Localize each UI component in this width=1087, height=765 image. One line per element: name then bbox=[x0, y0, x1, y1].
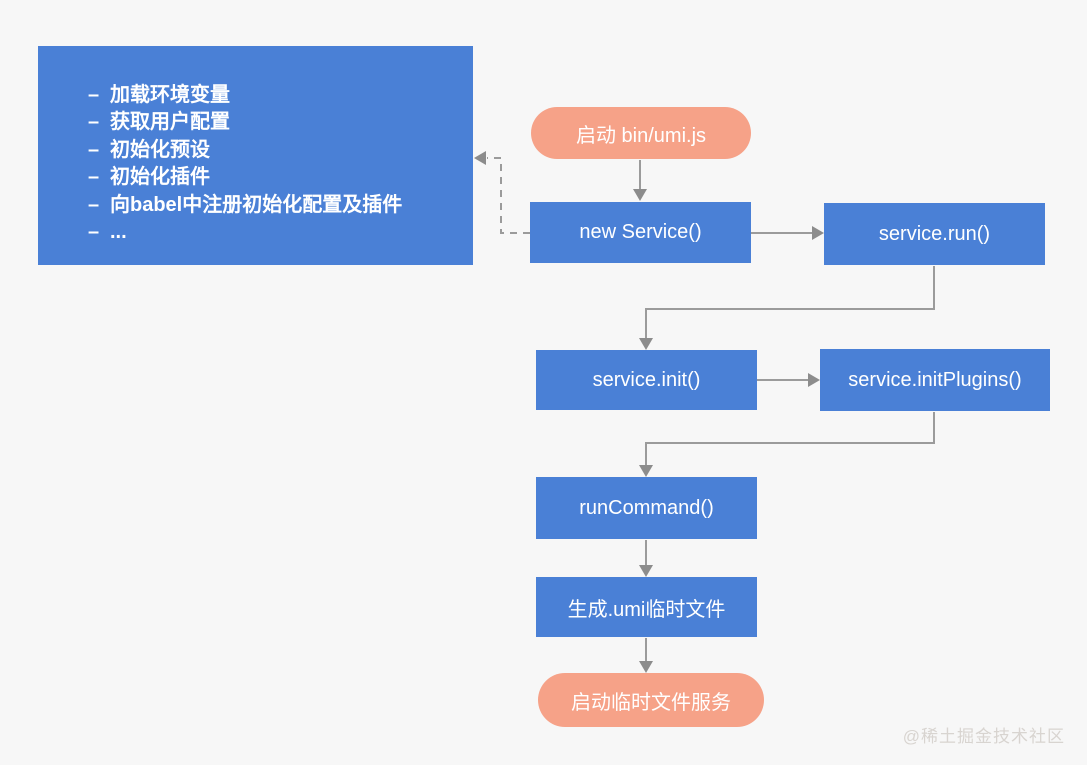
bullet-dash: – bbox=[88, 111, 100, 134]
edge-run-init bbox=[645, 266, 935, 339]
arrowhead-right-icon bbox=[808, 373, 820, 387]
arrowhead-left-icon bbox=[474, 151, 486, 165]
bullet-dash: – bbox=[88, 193, 100, 216]
list-item-label: 加载环境变量 bbox=[110, 84, 230, 106]
arrowhead-down-icon bbox=[639, 661, 653, 673]
arrowhead-down-icon bbox=[639, 338, 653, 350]
node-service-init: service.init() bbox=[536, 350, 757, 410]
edge-initplugins-runcommand bbox=[645, 412, 935, 466]
list-item: – 向babel中注册初始化配置及插件 bbox=[88, 192, 453, 219]
node-service-run: service.run() bbox=[824, 203, 1045, 265]
arrowhead-down-icon bbox=[639, 565, 653, 577]
list-item-label: ... bbox=[110, 221, 127, 244]
bullet-dash: – bbox=[88, 221, 100, 244]
list-item: – 加载环境变量 bbox=[88, 82, 453, 109]
watermark: @稀土掘金技术社区 bbox=[902, 727, 1065, 746]
node-new-service: new Service() bbox=[530, 202, 751, 263]
bullet-dash: – bbox=[88, 138, 100, 161]
list-item: – ... bbox=[88, 219, 453, 246]
list-item-label: 向babel中注册初始化配置及插件 bbox=[110, 193, 403, 216]
arrowhead-down-icon bbox=[633, 189, 647, 201]
list-item-label: 初始化预设 bbox=[110, 138, 210, 161]
bullet-dash: – bbox=[88, 166, 100, 189]
init-steps-panel: – 加载环境变量 – 获取用户配置 – 初始化预设 – 初始化插件 – 向bab… bbox=[38, 46, 473, 265]
node-run-command: runCommand() bbox=[536, 477, 757, 539]
list-item-label: 初始化插件 bbox=[110, 166, 210, 189]
node-start-tmp-server: 启动临时文件服务 bbox=[538, 673, 764, 727]
list-item-label: 获取用户配置 bbox=[110, 111, 230, 134]
arrowhead-right-icon bbox=[812, 226, 824, 240]
edge-newservice-panel bbox=[487, 157, 530, 234]
bullet-dash: – bbox=[88, 84, 100, 106]
node-service-init-plugins: service.initPlugins() bbox=[820, 349, 1050, 411]
arrowhead-down-icon bbox=[639, 465, 653, 477]
node-gen-tmp-files: 生成.umi临时文件 bbox=[536, 577, 757, 637]
list-item: – 初始化预设 bbox=[88, 137, 453, 164]
node-start-bin-umi: 启动 bin/umi.js bbox=[531, 107, 751, 159]
list-item: – 初始化插件 bbox=[88, 164, 453, 191]
list-item: – 获取用户配置 bbox=[88, 109, 453, 136]
